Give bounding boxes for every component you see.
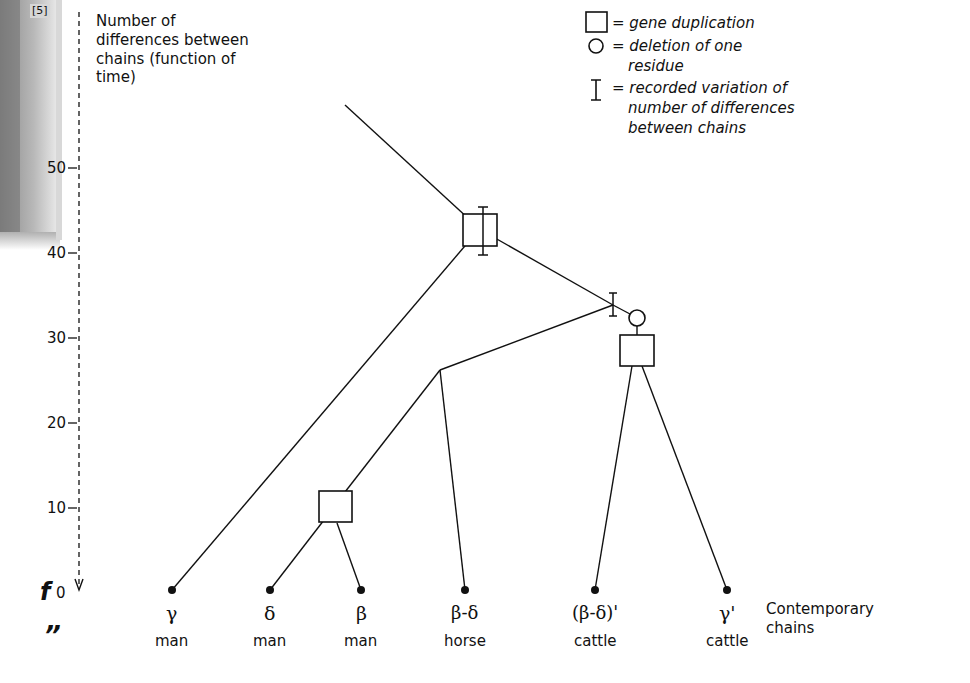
tree-symbols xyxy=(319,214,654,522)
tick-value: 40 xyxy=(47,244,66,263)
tick-value: 10 xyxy=(47,499,66,518)
tick-value: 30 xyxy=(47,329,66,348)
time-axis xyxy=(68,12,83,590)
chain-name: γ' xyxy=(719,602,736,626)
species-name: man xyxy=(344,632,377,651)
chain-name: (β-δ)' xyxy=(572,602,618,625)
cropped-text: f xyxy=(40,577,50,607)
chain-name: β xyxy=(356,602,367,626)
legend-text: = gene duplication xyxy=(612,13,858,33)
tick-value: 50 xyxy=(47,159,66,178)
photo-fragment xyxy=(0,0,62,250)
legend-text: = deletion of one residue xyxy=(612,36,786,76)
reference-tag: [5] xyxy=(30,4,50,18)
chain-name: γ xyxy=(166,602,177,626)
leaf-dots xyxy=(168,586,731,594)
species-name: cattle xyxy=(574,632,617,651)
tree-branches xyxy=(172,105,727,590)
axis-title: Number of differences between chains (fu… xyxy=(96,12,258,87)
cropped-text: ” xyxy=(44,620,61,653)
species-name: cattle xyxy=(706,632,749,651)
legend-text: = recorded variation of number of differ… xyxy=(612,78,824,138)
chain-name: δ xyxy=(264,602,275,626)
tick-value: 0 xyxy=(56,584,66,603)
species-name: horse xyxy=(444,632,486,651)
species-name: man xyxy=(253,632,286,651)
chain-name: β-δ xyxy=(451,602,478,625)
species-name: man xyxy=(155,632,188,651)
legend-samples xyxy=(586,12,607,100)
axis-note: Contemporary chains xyxy=(766,600,876,638)
error-bars xyxy=(478,207,617,316)
tick-value: 20 xyxy=(47,414,66,433)
